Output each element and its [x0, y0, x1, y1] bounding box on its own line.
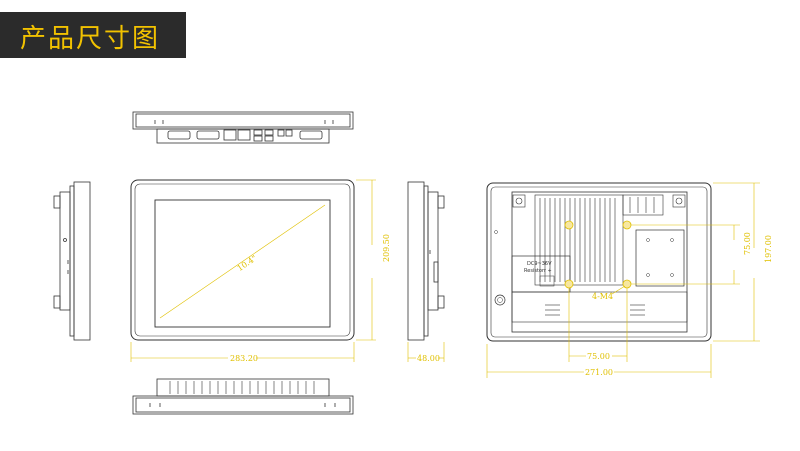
front-height-label: 209.50: [382, 234, 391, 262]
bottom-vent-fins: [169, 381, 315, 394]
vesa-vertical-label: 75.00: [743, 232, 752, 255]
left-side-view: [53, 181, 91, 341]
front-width-label: 283.20: [230, 354, 258, 363]
title-banner: 产品尺寸图: [0, 12, 186, 58]
vesa-vertical-dimension: [631, 224, 740, 285]
page-title: 产品尺寸图: [20, 24, 161, 54]
vesa-plate: [635, 229, 685, 287]
screen-diagonal-label: 10.4": [236, 254, 259, 273]
side-depth-label: 48.00: [417, 354, 440, 363]
ground-screw-icon: [494, 294, 506, 306]
bottom-view: [132, 378, 354, 415]
front-view: [130, 179, 355, 341]
screen-diagonal-line: [159, 204, 326, 319]
side-depth-dimension: [407, 342, 445, 362]
rear-height-label: 197.00: [764, 235, 773, 263]
right-side-view: [407, 181, 445, 341]
rear-view: [486, 182, 712, 342]
front-width-dimension: [130, 342, 355, 362]
mount-label: 4-M4: [592, 292, 613, 301]
vesa-horizontal-label: 75.00: [587, 352, 610, 361]
heat-sink: [534, 194, 664, 286]
rear-width-label: 271.00: [585, 368, 613, 377]
vesa-horizontal-dimension: [568, 288, 628, 362]
top-view-ports: [167, 129, 323, 142]
top-view: [132, 111, 354, 144]
power-label: DC9~36V: [527, 261, 552, 267]
rear-height-dimension: [713, 182, 760, 342]
m4-leader-line: [611, 285, 626, 295]
rear-width-dimension: [486, 344, 712, 378]
front-height-dimension: [356, 179, 376, 341]
power-sub-label: Resistorr +: [524, 268, 552, 274]
